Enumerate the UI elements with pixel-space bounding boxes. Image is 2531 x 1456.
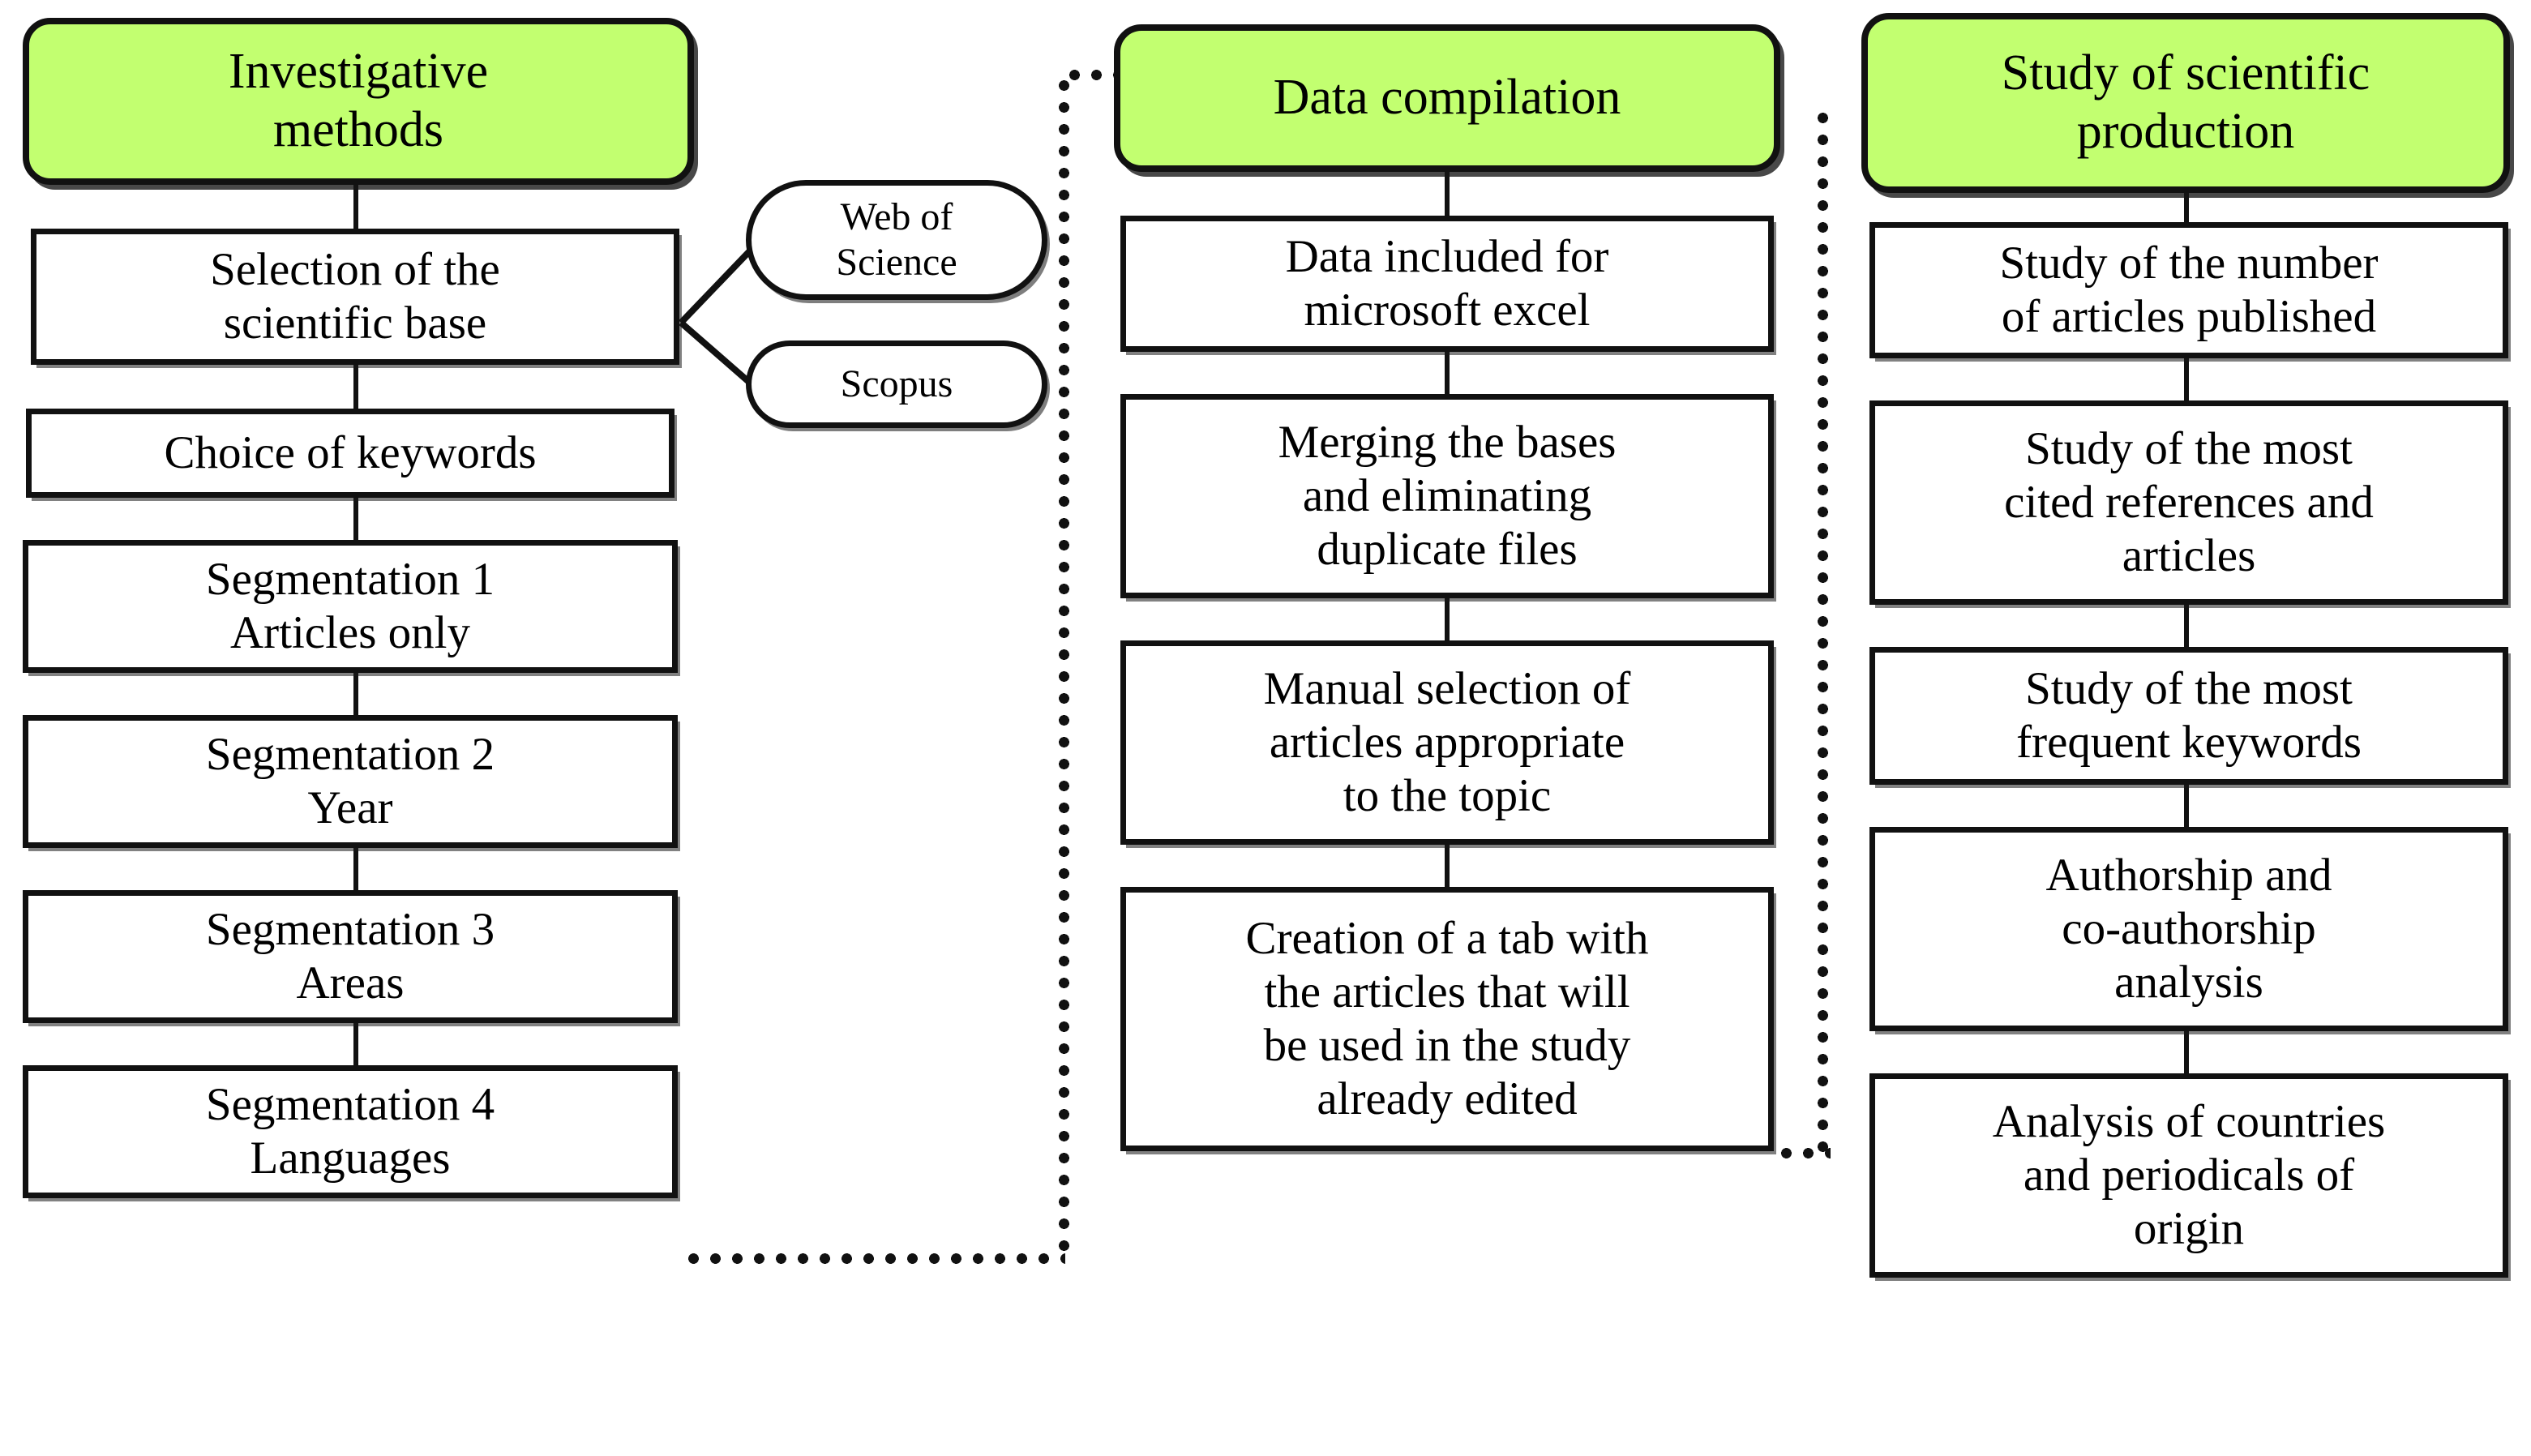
step-number-of-articles: Study of the number of articles publishe… <box>1869 222 2508 358</box>
step-label: Segmentation 4 Languages <box>205 1078 495 1184</box>
step-label: Choice of keywords <box>164 426 537 478</box>
column-header-data-compilation: Data compilation <box>1114 24 1780 172</box>
connector-seg2-to-seg3 <box>353 846 358 892</box>
dotted-connector-creation-vertical <box>1818 107 1828 1154</box>
step-label: Selection of the scientific base <box>210 243 500 349</box>
connector-authorship-to-countries <box>2184 1030 2189 1075</box>
connector-seg3-to-seg4 <box>353 1021 358 1067</box>
connector-seg1-to-seg2 <box>353 671 358 717</box>
step-data-included-excel: Data included for microsoft excel <box>1120 216 1774 352</box>
connector-header3-to-step1 <box>2184 191 2189 225</box>
step-choice-of-keywords: Choice of keywords <box>26 409 675 498</box>
column-header-investigative-methods: Investigative methods <box>23 18 694 185</box>
step-label: Merging the bases and eliminating duplic… <box>1278 416 1617 576</box>
step-segmentation-2: Segmentation 2 Year <box>23 715 678 848</box>
column-header-label: Data compilation <box>1273 70 1621 126</box>
step-manual-selection: Manual selection of articles appropriate… <box>1120 640 1774 845</box>
dotted-connector-seg4-into-data-compilation <box>1064 70 1124 80</box>
step-label: Authorship and co-authorship analysis <box>2045 849 2332 1008</box>
database-scopus: Scopus <box>746 340 1047 428</box>
step-creation-of-tab: Creation of a tab with the articles that… <box>1120 887 1774 1151</box>
step-countries-periodicals: Analysis of countries and periodicals of… <box>1869 1073 2508 1278</box>
connector-keywords-to-seg1 <box>353 496 358 542</box>
step-label: Segmentation 3 Areas <box>205 903 495 1008</box>
step-selection-scientific-base: Selection of the scientific base <box>31 229 679 365</box>
dotted-connector-seg4-horizontal <box>683 1253 1065 1264</box>
step-authorship-analysis: Authorship and co-authorship analysis <box>1869 827 2508 1031</box>
connector-manual-to-creation <box>1445 843 1450 889</box>
step-label: Manual selection of articles appropriate… <box>1263 662 1631 822</box>
step-frequent-keywords: Study of the most frequent keywords <box>1869 647 2508 785</box>
step-label: Data included for microsoft excel <box>1285 230 1609 336</box>
step-most-cited: Study of the most cited references and a… <box>1869 400 2508 605</box>
step-label: Creation of a tab with the articles that… <box>1245 912 1649 1125</box>
connector-merging-to-manual <box>1445 597 1450 642</box>
database-label: Web of Science <box>836 195 957 284</box>
connector-cited-to-keywords <box>2184 603 2189 649</box>
connector-keywords-to-authorship <box>2184 783 2189 829</box>
connector-excel-to-merging <box>1445 350 1450 396</box>
step-label: Segmentation 2 Year <box>205 728 495 833</box>
step-label: Study of the most frequent keywords <box>2016 662 2362 768</box>
step-segmentation-4: Segmentation 4 Languages <box>23 1065 678 1198</box>
step-label: Segmentation 1 Articles only <box>205 553 495 658</box>
step-merging-bases: Merging the bases and eliminating duplic… <box>1120 394 1774 598</box>
step-label: Study of the most cited references and a… <box>2004 422 2374 582</box>
step-segmentation-3: Segmentation 3 Areas <box>23 890 678 1023</box>
connector-header-to-selection <box>353 183 358 230</box>
step-label: Study of the number of articles publishe… <box>1999 237 2379 342</box>
step-segmentation-1: Segmentation 1 Articles only <box>23 540 678 673</box>
dotted-connector-creation-horizontal <box>1775 1148 1831 1158</box>
connector-header2-to-step1 <box>1445 170 1450 217</box>
dotted-connector-seg4-vertical <box>1059 75 1069 1260</box>
database-web-of-science: Web of Science <box>746 180 1047 300</box>
connector-selection-to-keywords <box>353 363 358 410</box>
step-label: Analysis of countries and periodicals of… <box>1992 1095 2386 1255</box>
column-header-label: Study of scientific production <box>2001 45 2370 159</box>
column-header-label: Investigative methods <box>228 44 489 157</box>
database-label: Scopus <box>840 362 953 406</box>
column-header-study-scientific-production: Study of scientific production <box>1861 13 2510 193</box>
connector-articles-to-cited <box>2184 357 2189 402</box>
